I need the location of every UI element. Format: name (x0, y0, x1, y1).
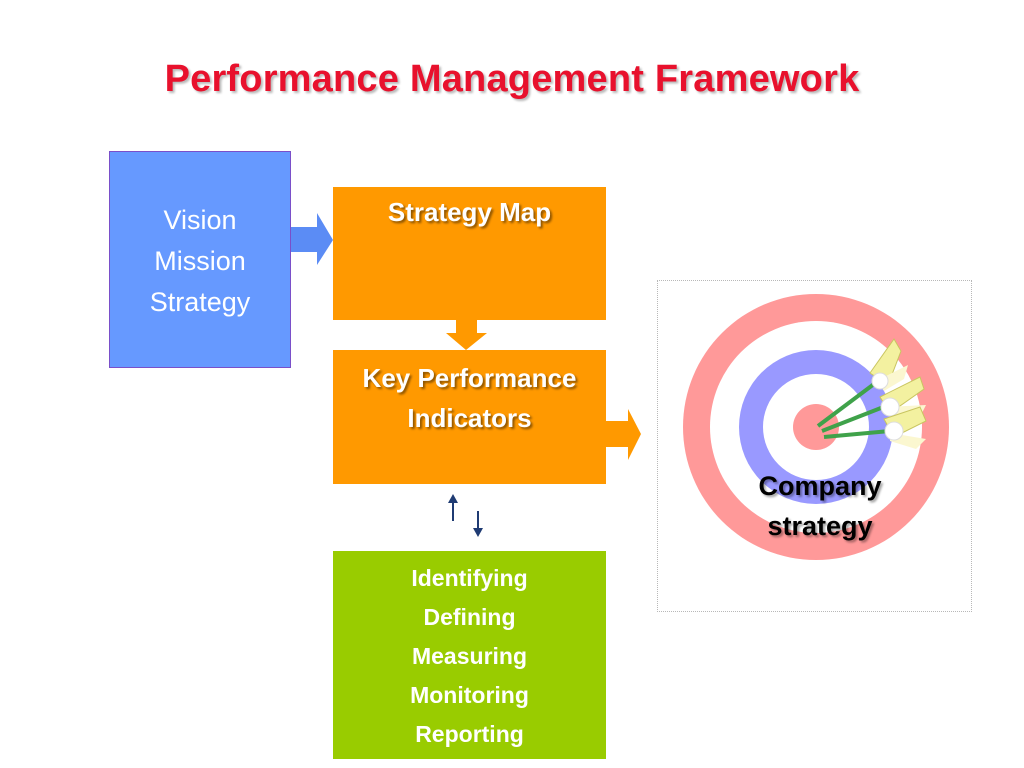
kpi-label-line-1: Key Performance (362, 363, 577, 393)
arrow-strategy-map-to-kpi (446, 320, 487, 350)
arrow-vision-to-strategy-map (291, 213, 333, 265)
target-image-frame (657, 280, 972, 612)
strategy-map-label: Strategy Map (387, 197, 552, 227)
step-measuring: Measuring (411, 643, 528, 669)
step-identifying: Identifying (411, 565, 528, 591)
kpi-box: Key Performance Indicators (333, 350, 606, 484)
company-strategy-line-2: strategy (767, 511, 873, 541)
up-arrow-icon (448, 494, 458, 521)
dart-3 (823, 406, 927, 449)
dartboard-target-icon (683, 294, 949, 560)
step-defining: Defining (423, 604, 516, 630)
page-title: Performance Management Framework (164, 58, 860, 100)
dart-1 (816, 338, 908, 428)
kpi-label-line-2: Indicators (407, 403, 532, 433)
mission-label: Mission (154, 246, 246, 276)
kpi-steps-box: Identifying Defining Measuring Monitorin… (333, 551, 606, 759)
strategy-map-box: Strategy Map (333, 187, 606, 320)
arrow-kpi-to-target (606, 409, 641, 460)
strategy-label: Strategy (149, 287, 251, 317)
step-monitoring: Monitoring (410, 682, 529, 708)
down-arrow-icon (473, 511, 483, 537)
company-strategy-label: Company strategy (740, 466, 900, 546)
step-reporting: Reporting (415, 721, 524, 747)
vision-label: Vision (163, 205, 237, 235)
vision-mission-strategy-box: Vision Mission Strategy (109, 151, 291, 368)
company-strategy-line-1: Company (758, 471, 882, 501)
